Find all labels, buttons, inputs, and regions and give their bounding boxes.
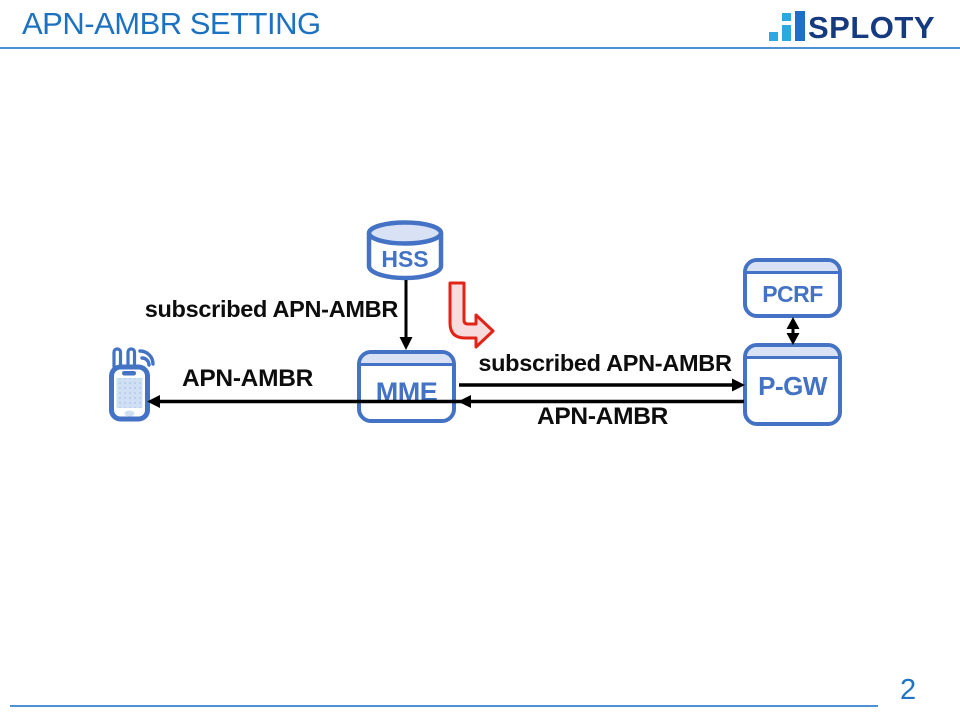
phone-screen-texture [116,378,143,408]
label-apn-ambr-mme-to-ue: APN-AMBR [182,365,313,392]
label-subscribed-apn-ambr-hss: subscribed APN-AMBR [144,296,399,322]
phone-speaker [122,371,136,376]
ue-phone-icon [109,347,155,422]
label-subscribed-apn-ambr-pgw: subscribed APN-AMBR [478,350,732,376]
hss-database-icon: HSS [366,220,444,281]
arrowhead-hss-to-mme [399,337,413,350]
arrowhead-at-mme [458,395,471,408]
signal-wave-small [140,356,151,367]
logo-bar-l-icon [794,11,805,41]
node-pcrf: PCRF [743,258,842,318]
arrowhead-to-pcrf [786,317,800,329]
company-logo: SPLOTY [768,10,935,45]
header-divider [0,47,960,49]
footer-divider [10,705,878,707]
pcrf-header-strip [747,262,838,274]
node-pgw: P-GW [743,343,842,426]
signal-wave-large [138,349,155,366]
pgw-header-strip [747,347,838,359]
mme-label: MME [375,377,438,407]
phone-home-button [124,410,135,417]
logo-dot-icon [768,32,778,41]
red-bent-arrow-icon [448,281,495,349]
pcrf-label: PCRF [762,280,823,307]
logo-bar-i-stem [781,25,791,41]
page-title: APN-AMBR SETTING [22,6,321,41]
logo-bar-i-dot [781,13,791,21]
hss-label: HSS [381,246,428,272]
logo-bar-i-icon [781,13,791,41]
page-number: 2 [900,674,917,706]
node-mme: MME [357,350,456,423]
mme-header-strip [361,354,452,366]
logo-text: SPLOTY [807,10,935,45]
hss-cylinder-top [366,220,444,246]
pgw-label: P-GW [758,371,827,401]
label-apn-ambr-pgw-to-mme: APN-AMBR [537,403,668,430]
